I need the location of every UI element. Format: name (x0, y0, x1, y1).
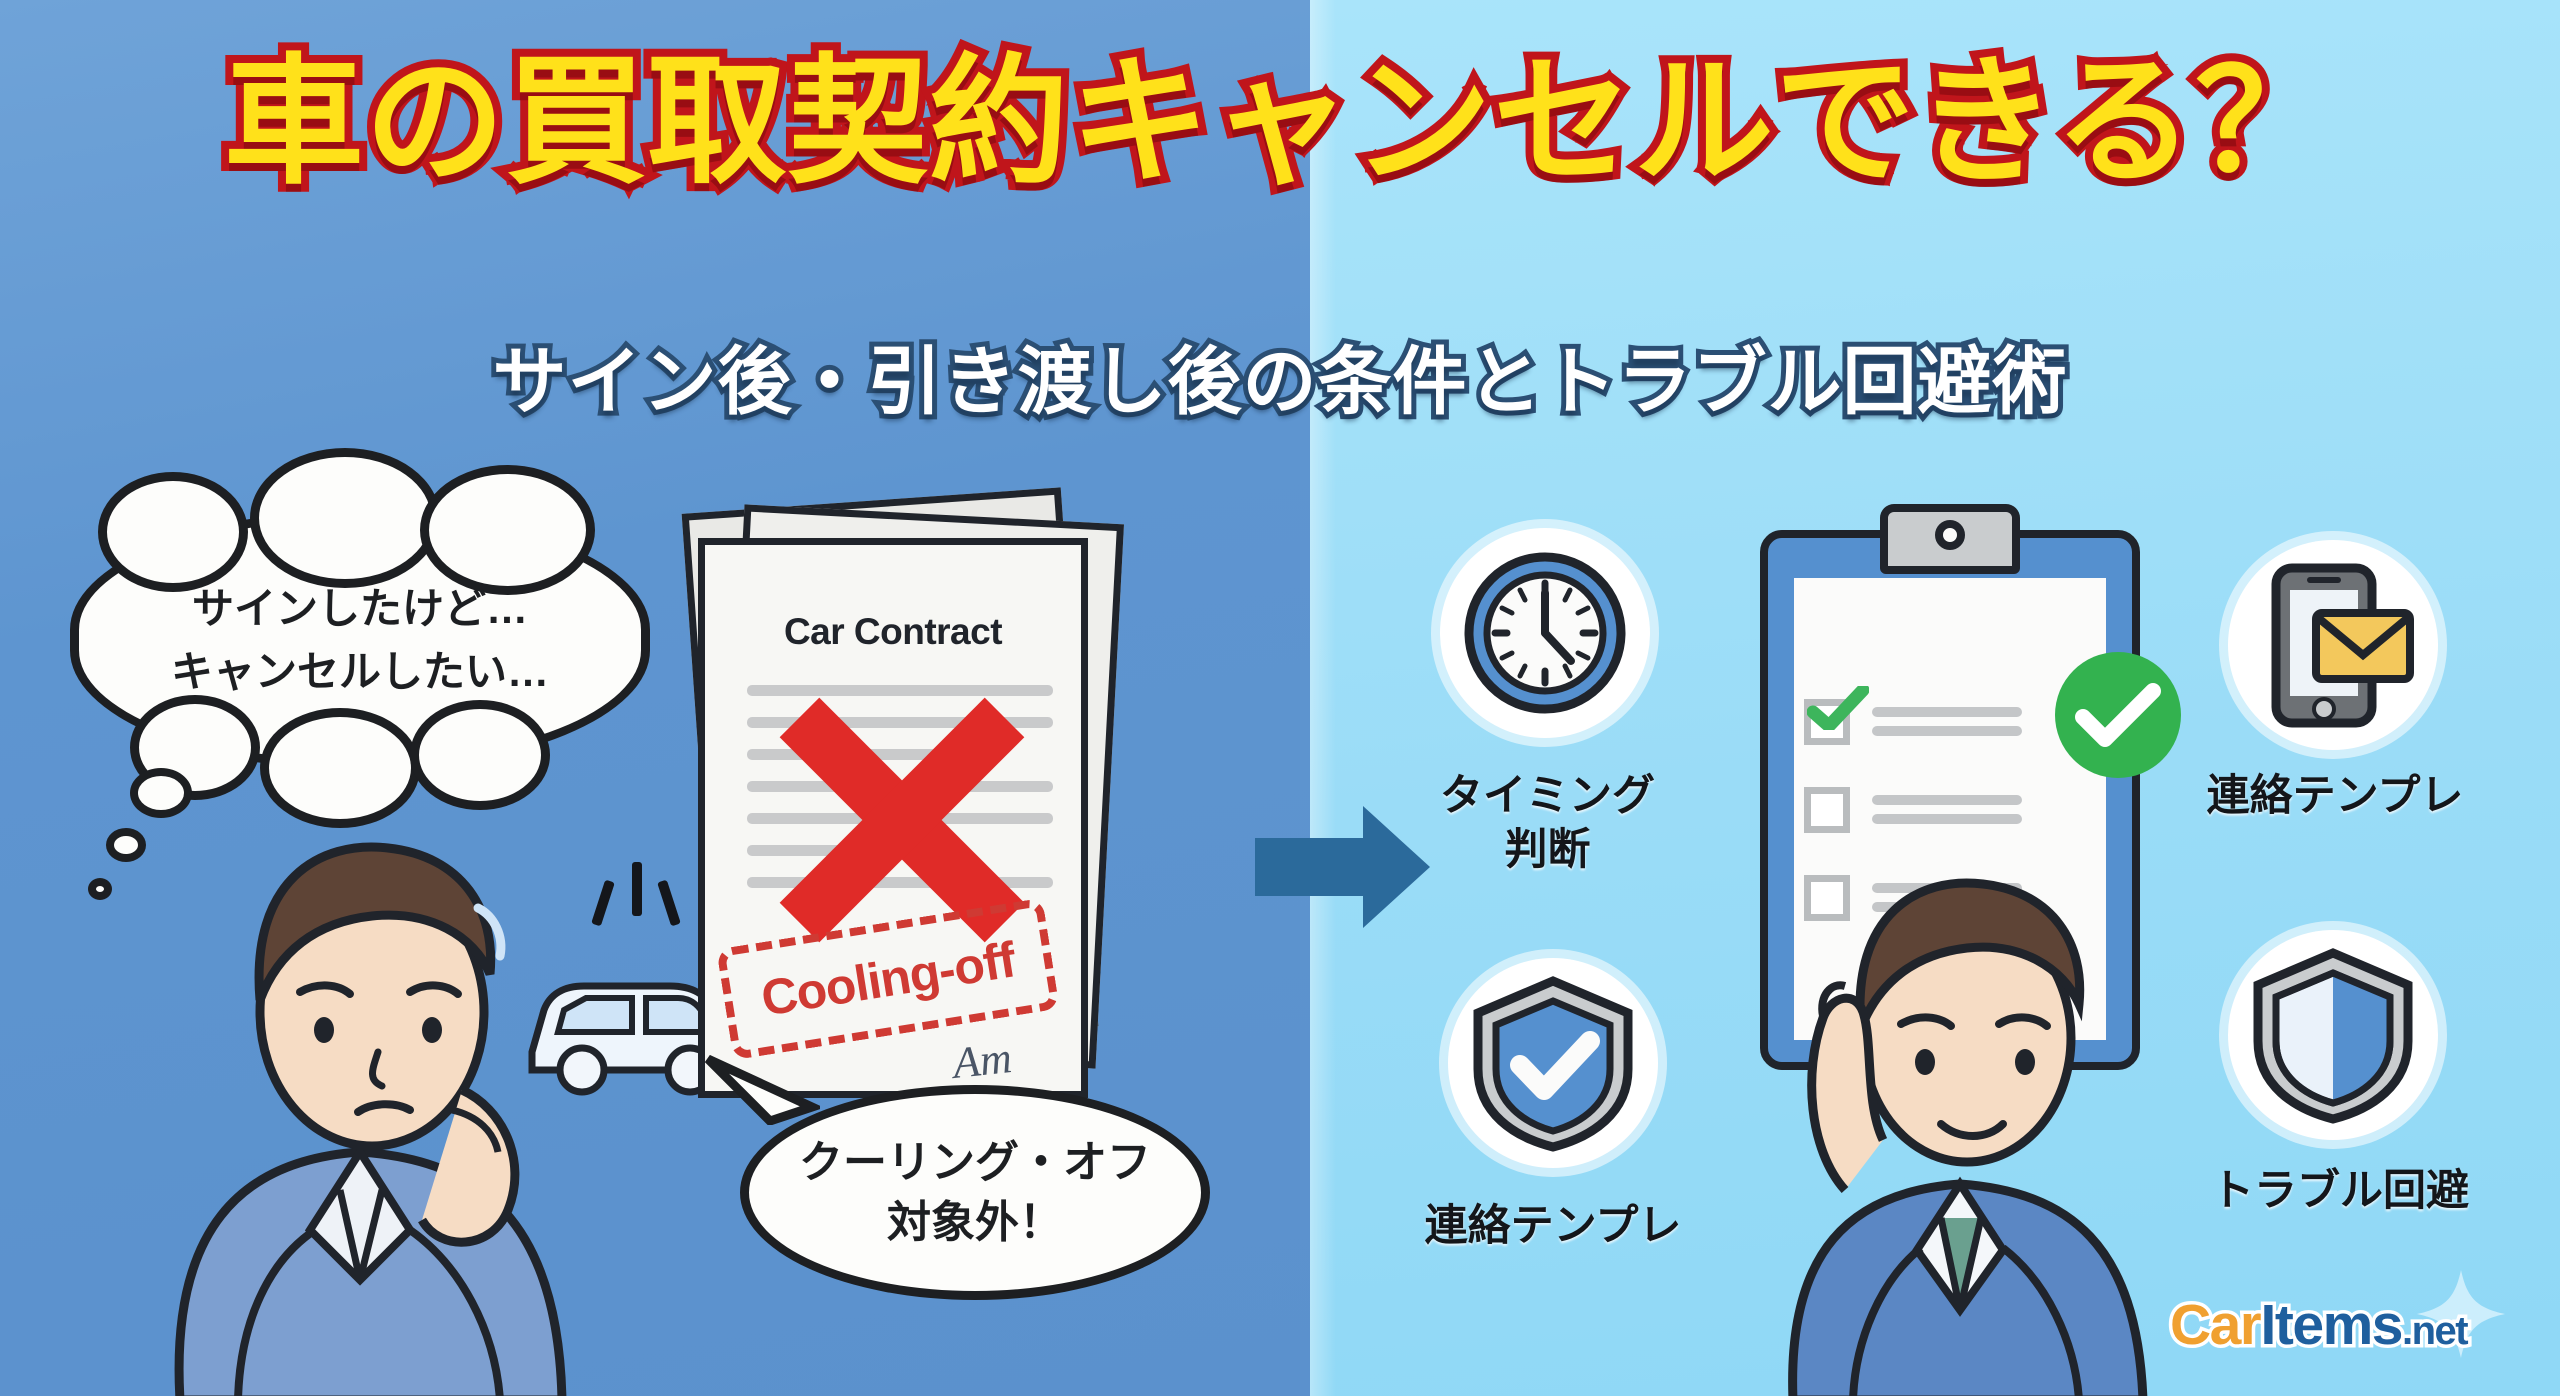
approved-check-badge (2055, 652, 2181, 778)
car-contract-document: Car Contract Cooling-off Am (660, 487, 1125, 1100)
icon-label-trouble-avoidance: トラブル回避 (2211, 1167, 2469, 1215)
sparkle-icon (2417, 1270, 2505, 1358)
checklist-item-lines (1872, 698, 2022, 745)
checkbox-unchecked[interactable] (1804, 786, 1850, 833)
speech-line-2: 対象外！ (887, 1197, 1063, 1247)
site-logo[interactable]: CarItems.net (2167, 1270, 2542, 1364)
logo-part-items: Items (2257, 1290, 2407, 1361)
shield-check-icon (1473, 976, 1633, 1152)
logo-part-car: Car (2167, 1290, 2266, 1361)
worried-man-illustration (174, 842, 567, 1396)
check-icon (1807, 685, 1869, 730)
thought-bubble: サインしたけど… キャンセルしたい… (70, 448, 650, 900)
checklist-item (1804, 685, 2022, 745)
thought-line-1: サインしたけど… (191, 585, 528, 632)
checkbox-unchecked[interactable] (1804, 874, 1850, 921)
icon-label-timing: タイミング 判断 (1420, 770, 1675, 878)
check-icon (2075, 683, 2161, 747)
icon-badge-timing (1440, 528, 1650, 738)
icon-label-contact-template-top: 連絡テンプレ (2206, 772, 2464, 820)
clipboard-clip-hole (1935, 520, 1965, 550)
phone-mail-icon (2271, 563, 2414, 727)
contract-front-sheet: Car Contract Cooling-off Am (698, 538, 1088, 1098)
icon-badge-trouble-avoidance (2228, 930, 2438, 1140)
page-subtitle: サイン後・引き渡し後の条件とトラブル回避術 (488, 335, 2072, 428)
cooling-off-stamp-text: Cooling-off (757, 931, 1019, 1027)
thought-bubble-tail (106, 828, 146, 862)
clipboard-clip (1880, 504, 2020, 574)
checklist-item-lines (1872, 786, 2022, 833)
thought-bubble-text: サインしたけど… キャンセルしたい… (70, 510, 650, 770)
thought-bubble-lobe (98, 472, 248, 592)
page-title: 車の買取契約キャンセルできる？ (216, 43, 2343, 200)
checklist-item (1804, 786, 2022, 833)
pointing-man-illustration (1788, 878, 2148, 1396)
clock-icon (1464, 552, 1626, 714)
thought-line-2: キャンセルしたい… (170, 648, 549, 695)
spark-mark (632, 862, 642, 916)
icon-label-timing-line2: 判断 (1504, 825, 1591, 874)
panel-divider-sheen (1310, 0, 1336, 1396)
speech-bubble-tail (704, 1055, 820, 1125)
thought-bubble-lobe (410, 700, 550, 810)
site-logo-text: CarItems.net (2167, 1290, 2473, 1361)
shield-icon (2253, 948, 2413, 1124)
icon-label-timing-line1: タイミング (1440, 772, 1655, 820)
thought-bubble-lobe (260, 708, 420, 828)
speech-bubble-cooling-off: クーリング・オフ 対象外！ (740, 1085, 1210, 1300)
thought-bubble-tail (88, 878, 112, 900)
logo-part-tld: .net (2398, 1306, 2472, 1357)
icon-badge-contact-template-top (2228, 540, 2438, 750)
thought-bubble-lobe (420, 465, 595, 595)
icon-badge-contact-template-bottom (1448, 958, 1658, 1168)
right-arrow-icon (1255, 806, 1430, 928)
checkbox-checked[interactable] (1804, 685, 1869, 745)
thought-bubble-tail (130, 768, 192, 818)
icon-label-contact-template-bottom: 連絡テンプレ (1424, 1202, 1682, 1250)
contract-title: Car Contract (783, 611, 1003, 652)
contract-signature: Am (950, 1033, 1015, 1088)
speech-line-1: クーリング・オフ (799, 1138, 1151, 1188)
